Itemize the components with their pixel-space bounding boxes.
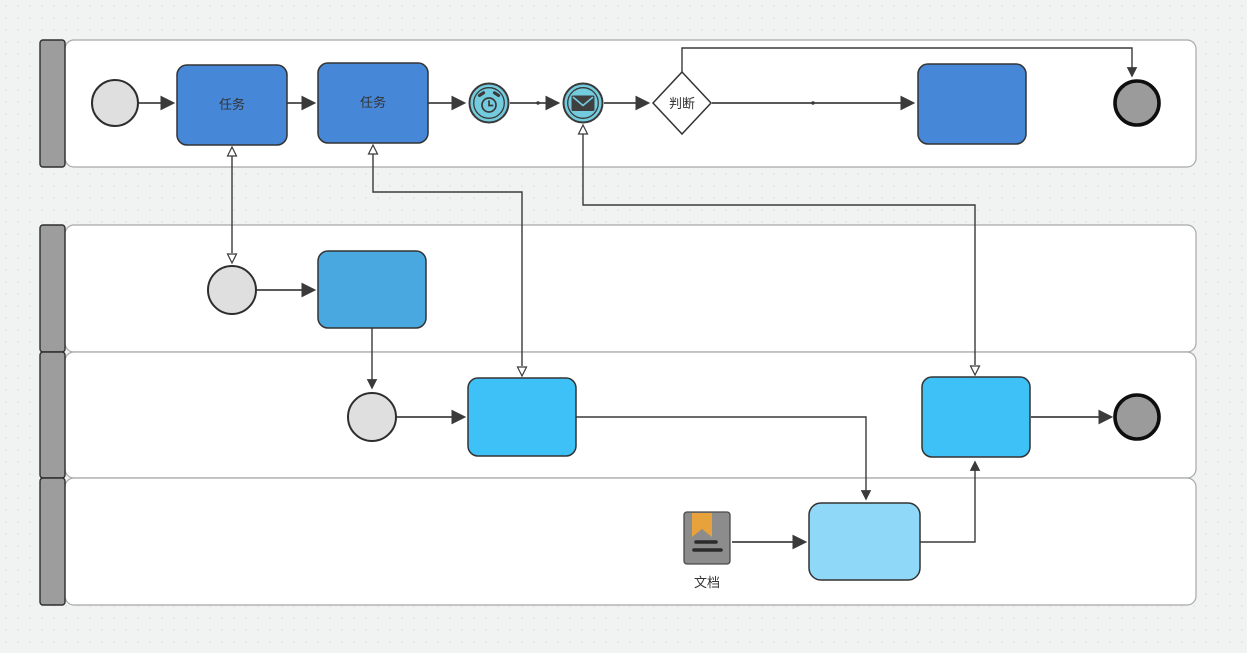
task-4-shape[interactable] — [317, 250, 427, 329]
message-event-inner-circle — [567, 87, 599, 119]
envelope-flap — [572, 96, 594, 107]
waypoint-dot — [811, 101, 815, 105]
task-2-shape[interactable] — [317, 62, 429, 144]
envelope-icon — [571, 95, 595, 111]
gateway-diamond-shape[interactable] — [651, 70, 713, 136]
lane-2-header-bar[interactable] — [39, 224, 66, 353]
gateway-label: 判断 — [669, 96, 695, 111]
lane-4-header-bar[interactable] — [39, 477, 66, 606]
open-arrowhead-up — [577, 123, 589, 135]
task-1-shape[interactable] — [176, 64, 288, 146]
open-arrowhead-down — [969, 365, 981, 377]
envelope-body — [571, 95, 595, 111]
start-event-2[interactable] — [207, 265, 257, 315]
end-event-1[interactable] — [1113, 79, 1161, 127]
connector-task2-task5[interactable] — [372, 154, 523, 366]
task-6-shape[interactable] — [921, 376, 1031, 458]
document-label: 文档 — [694, 575, 720, 590]
task-3-shape[interactable] — [917, 63, 1027, 145]
lane-3-header-bar[interactable] — [39, 351, 66, 479]
lane-4-body[interactable] — [64, 477, 1197, 606]
connector-message-task6[interactable] — [582, 134, 976, 365]
sequence-flows — [139, 47, 1138, 550]
lane-1-header-bar[interactable] — [39, 39, 66, 168]
task-1[interactable]: 任务 — [176, 64, 288, 146]
open-arrowhead-up — [367, 143, 379, 155]
timer-intermediate-event[interactable] — [468, 82, 510, 124]
start-event-1[interactable] — [91, 79, 139, 127]
open-arrowhead-down — [226, 253, 238, 265]
task-1-label: 任务 — [219, 97, 245, 112]
task-5-shape[interactable] — [467, 377, 577, 457]
cross-lane-connectors — [226, 123, 981, 543]
connector-task7-task6[interactable] — [920, 460, 981, 543]
document-artifact[interactable]: 文档 — [683, 511, 731, 590]
task-2-label: 任务 — [360, 95, 386, 110]
flow-gateway-to-end1[interactable] — [681, 47, 1138, 78]
bookmark-ribbon-icon — [692, 513, 712, 537]
timer-event-inner-circle — [473, 87, 505, 119]
alarm-clock-icon — [477, 91, 501, 113]
start-event-3[interactable] — [347, 392, 397, 442]
open-arrowhead-down — [516, 366, 528, 378]
waypoint-dot — [536, 101, 540, 105]
connector-task5-task7[interactable] — [576, 416, 872, 501]
task-7-shape[interactable] — [808, 502, 921, 581]
gateway-decision[interactable]: 判断 — [651, 70, 713, 136]
end-event-2[interactable] — [1113, 393, 1161, 441]
task-2[interactable]: 任务 — [317, 62, 429, 144]
open-arrowhead-up — [226, 145, 238, 157]
message-intermediate-event[interactable] — [562, 82, 604, 124]
